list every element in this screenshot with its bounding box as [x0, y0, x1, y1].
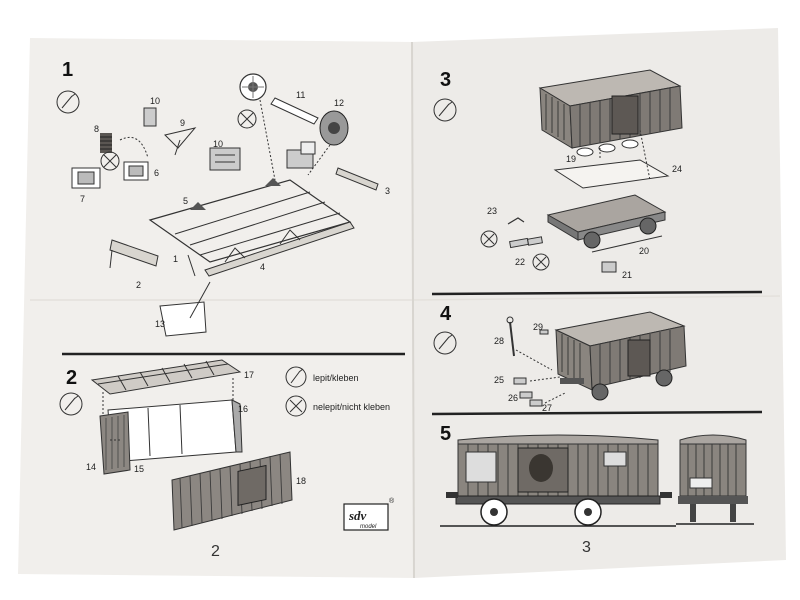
- brake-part-10-left: [143, 107, 157, 127]
- part-label-22: 22: [515, 257, 525, 267]
- part-label-9: 9: [180, 118, 185, 128]
- part-label-17: 17: [244, 370, 254, 380]
- part-label-10a: 10: [150, 96, 160, 106]
- brake-part-10-right: [209, 147, 241, 171]
- wagon-side-view: [440, 434, 676, 527]
- step-3-number: 3: [440, 69, 451, 91]
- part-label-5: 5: [183, 196, 188, 206]
- wagon-step4: [554, 311, 687, 401]
- page-number-left: 2: [211, 543, 220, 560]
- part-label-14: 14: [86, 462, 96, 472]
- legend-glue-text: lepit/kleben: [313, 373, 359, 383]
- legend-no-glue-text: nelepit/nicht kleben: [313, 402, 390, 412]
- part-label-10b: 10: [213, 139, 223, 149]
- axle-box-right: [286, 141, 316, 169]
- step-1-number: 1: [62, 59, 73, 81]
- part-label-16: 16: [238, 404, 248, 414]
- part-label-23: 23: [487, 206, 497, 216]
- step-2-number: 2: [66, 367, 77, 389]
- buffers-part-25-26-27: [513, 377, 543, 407]
- part-label-6: 6: [154, 168, 159, 178]
- wagon-body-step3: [538, 69, 683, 149]
- page-number-right: 3: [582, 539, 591, 556]
- chassis-frame: [109, 167, 379, 277]
- glue-icon-step3: [433, 98, 457, 122]
- axle-box-part-7: [71, 167, 101, 189]
- part-label-4: 4: [260, 262, 265, 272]
- section-divider-4-5: [431, 410, 763, 416]
- part-label-2: 2: [136, 280, 141, 290]
- floor-part-24: [553, 159, 670, 189]
- glue-icon-step4: [433, 331, 457, 355]
- part-label-8: 8: [94, 124, 99, 134]
- part-label-19: 19: [566, 154, 576, 164]
- part-label-27: 27: [542, 403, 552, 413]
- step-4-number: 4: [440, 303, 452, 325]
- glue-icon: [56, 90, 80, 114]
- body-walls: [99, 399, 243, 475]
- no-glue-icon-step3b: [532, 253, 550, 271]
- no-glue-icon-step3a: [480, 230, 498, 248]
- part-label-1: 1: [173, 254, 178, 264]
- logo-subtext: model: [360, 524, 377, 530]
- axle-part-11: [270, 97, 319, 125]
- side-wall-part-18: [171, 451, 293, 531]
- part-label-24: 24: [672, 164, 682, 174]
- glue-icon-step2: [59, 392, 83, 416]
- part-label-20: 20: [639, 246, 649, 256]
- handbrake-part-28: [506, 316, 515, 357]
- washers-part-19: [576, 139, 639, 157]
- wagon-end-view: [676, 434, 754, 525]
- section-divider-3-4: [431, 290, 763, 296]
- part-label-11: 11: [296, 90, 305, 100]
- wheel-disc-part: [239, 73, 267, 101]
- part-label-12: 12: [334, 98, 344, 108]
- part-label-21: 21: [622, 270, 632, 280]
- part-label-28: 28: [494, 336, 504, 346]
- no-glue-icon-2: [237, 109, 257, 129]
- logo-text: sdv: [348, 508, 367, 523]
- sdv-model-logo: sdv model ®: [343, 497, 395, 531]
- part-label-26: 26: [508, 393, 518, 403]
- part-label-13: 13: [155, 319, 165, 329]
- brake-part-9: [164, 127, 197, 156]
- legend-no-glue: [285, 395, 307, 417]
- step-5-number: 5: [440, 423, 451, 445]
- part-label-25: 25: [494, 375, 504, 385]
- part-label-15: 15: [134, 464, 144, 474]
- spring-part-8: [100, 133, 112, 153]
- logo-registered-mark: ®: [389, 497, 395, 505]
- no-glue-icon: [100, 151, 120, 171]
- part-label-7: 7: [80, 194, 85, 204]
- chassis-step3: [546, 194, 667, 253]
- part-label-29: 29: [533, 322, 543, 332]
- plate-part-13: [159, 281, 211, 337]
- part-label-18: 18: [296, 476, 306, 486]
- part-label-3: 3: [385, 186, 390, 196]
- axle-box-part-6: [123, 161, 149, 181]
- wheelset-part-12: [319, 110, 349, 146]
- roof-part-17: [90, 359, 242, 395]
- brake-lever-part-23: [507, 217, 525, 225]
- legend-glue: [285, 366, 307, 388]
- coupling-part-21: [601, 261, 617, 273]
- lamp-part-29: [539, 329, 549, 335]
- buffer-part-22: [509, 236, 543, 249]
